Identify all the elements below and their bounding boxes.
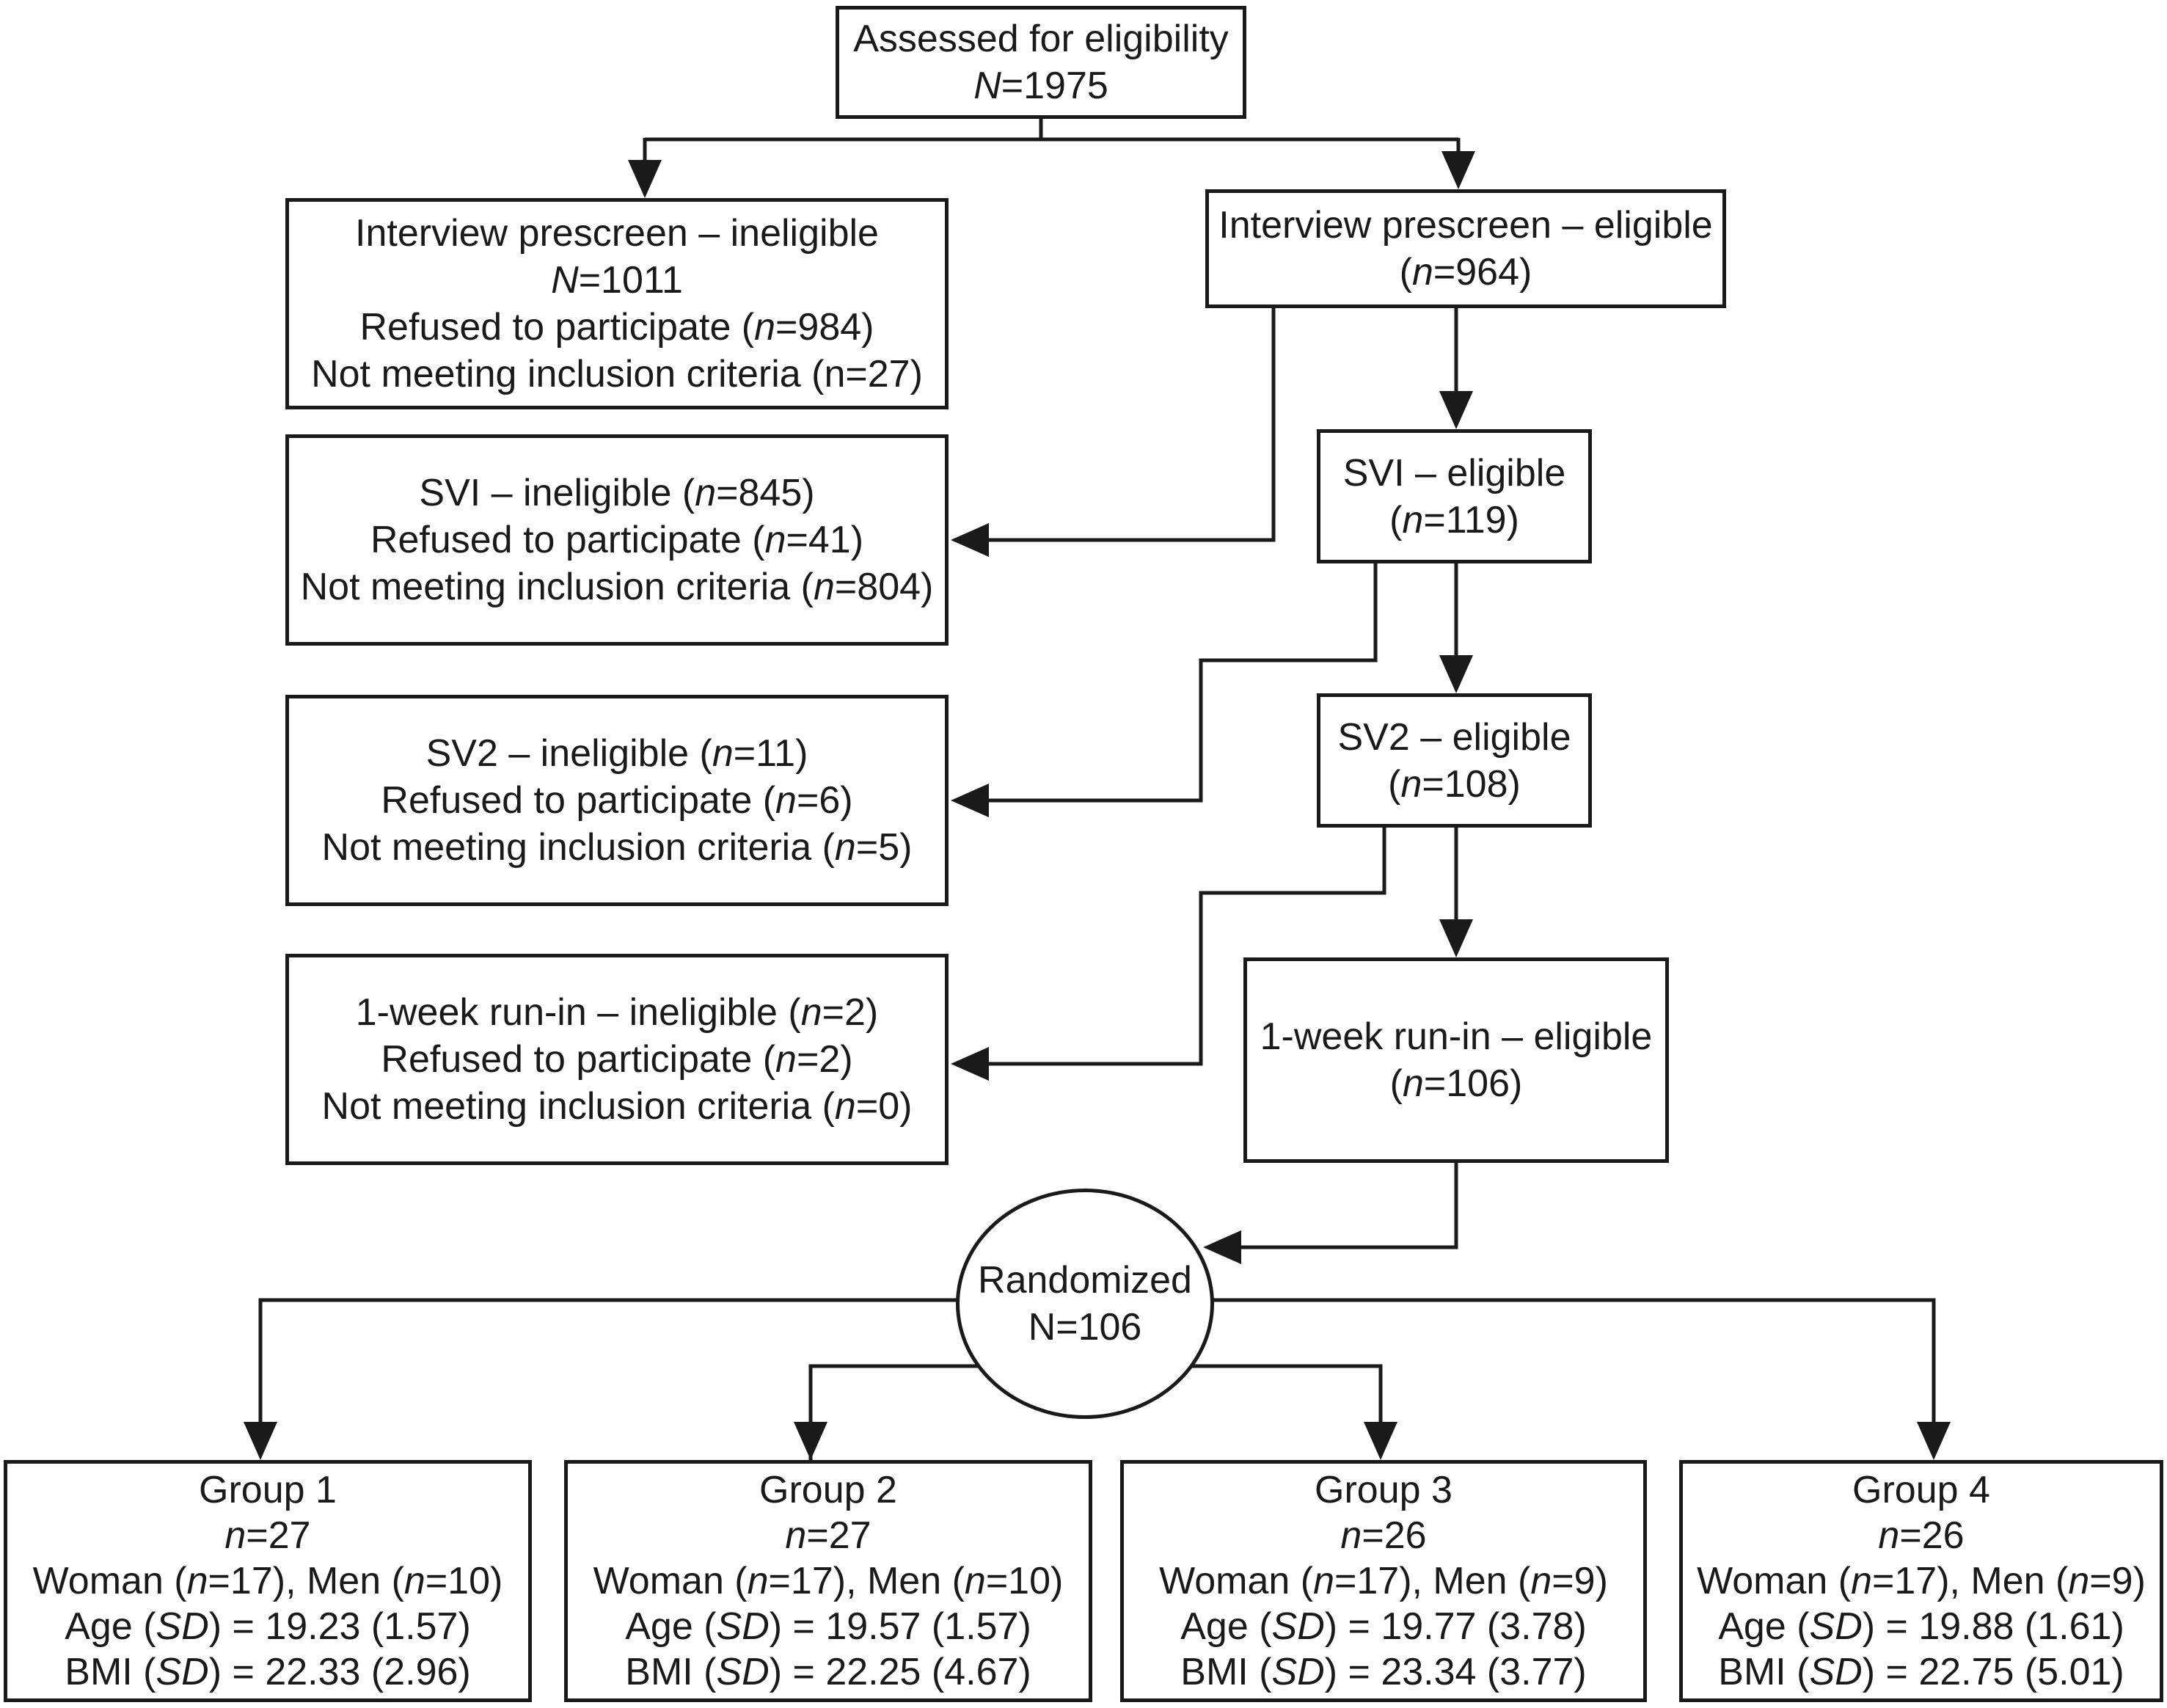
text-line: Not meeting inclusion criteria (n=0) [321,1085,913,1128]
text-line: (n=119) [1389,498,1519,541]
text-line: n=27 [785,1514,871,1557]
text-line: Refused to participate (n=984) [359,306,874,348]
text-line: SVI – eligible [1342,451,1566,494]
connector-sv2-to-runin-ineligible [987,828,1386,1066]
box-runin-ineligible: 1-week run-in – ineligible (n=2)Refused … [285,954,949,1165]
connector-randomized-to-group4 [1202,1298,1936,1423]
text-line: BMI (SD) = 23.34 (3.77) [1180,1651,1587,1693]
box-runin-eligible: 1-week run-in – eligible(n=106) [1243,957,1669,1163]
arrowhead-to-runin-ineligible [951,1047,989,1081]
arrowhead-to-sv2-ineligible [951,784,989,817]
text-line: Assessed for eligibility [853,18,1229,60]
text-line: Refused to participate (n=6) [381,779,853,822]
arrowhead-to-group1 [244,1422,277,1460]
text-line: 1-week run-in – ineligible (n=2) [355,991,879,1034]
text-line: Not meeting inclusion criteria (n=804) [300,566,934,608]
text-line: n=27 [224,1514,311,1557]
text-line: Refused to participate (n=41) [370,519,864,561]
arrowhead-to-sv2-eligible [1439,655,1473,693]
box-prescreen-eligible: Interview prescreen – eligible(n=964) [1205,189,1726,308]
text-line: (n=964) [1399,251,1532,293]
text-line: n=26 [1340,1514,1427,1557]
connector-svi-to-sv2-ineligible [987,563,1378,803]
box-svi-eligible: SVI – eligible(n=119) [1317,429,1592,563]
text-line: Woman (n=17), Men (n=9) [1697,1560,2146,1602]
text-line: N=1011 [551,259,683,302]
text-line: Randomized [978,1259,1192,1302]
text-line: Age (SD) = 19.88 (1.61) [1718,1605,2124,1648]
box-sv2-eligible: SV2 – eligible(n=108) [1317,693,1592,828]
text-line: BMI (SD) = 22.33 (2.96) [65,1651,471,1693]
text-line: (n=106) [1389,1062,1523,1105]
text-line: n=26 [1878,1514,1965,1557]
text-line: Group 2 [759,1469,897,1511]
text-line: SV2 – ineligible (n=11) [425,732,808,775]
connector-runin-to-randomized [1240,1163,1458,1249]
text-line: Group 1 [199,1469,337,1511]
arrowhead-to-prescreen-ineligible [628,160,662,198]
text-line: N=106 [1028,1306,1142,1348]
arrowhead-to-svi-ineligible [951,523,989,557]
text-line: Age (SD) = 19.23 (1.57) [65,1605,471,1648]
text-line: Group 3 [1315,1469,1452,1511]
text-line: BMI (SD) = 22.25 (4.67) [625,1651,1031,1693]
text-line: Interview prescreen – eligible [1218,204,1713,247]
text-line: BMI (SD) = 22.75 (5.01) [1718,1651,2124,1693]
box-svi-ineligible: SVI – ineligible (n=845) Refused to parti… [285,434,949,646]
text-line: SVI – ineligible (n=845) [419,472,815,514]
arrowhead-to-group4 [1917,1422,1951,1460]
text-line: Woman (n=17), Men (n=10) [32,1560,503,1602]
arrowhead-to-prescreen-eligible [1441,151,1475,189]
text-line: Not meeting inclusion criteria (n=5) [321,826,913,869]
text-line: Woman (n=17), Men (n=9) [1159,1560,1608,1602]
arrowhead-to-svi-eligible [1439,391,1473,429]
text-line: Age (SD) = 19.77 (3.78) [1180,1605,1587,1648]
text-line: Woman (n=17), Men (n=10) [593,1560,1064,1602]
text-line: Not meeting inclusion criteria (n=27) [311,353,923,395]
arrowhead-to-group3 [1364,1422,1397,1460]
text-line: Refused to participate (n=2) [381,1038,853,1081]
text-line: Interview prescreen – ineligible [355,212,879,255]
text-line: SV2 – eligible [1337,715,1571,759]
connector-randomized-to-group1 [258,1298,968,1423]
text-line: Group 4 [1852,1469,1990,1511]
arrowhead-to-randomized [1203,1230,1241,1264]
connector-prescreen-to-svi-ineligible [987,308,1276,542]
text-line: Age (SD) = 19.57 (1.57) [625,1605,1031,1648]
arrowhead-to-group2 [794,1422,827,1460]
arrowhead-to-runin-eligible [1439,919,1473,957]
text-line: N=1975 [973,65,1108,107]
text-line: (n=108) [1388,762,1521,806]
text-line: 1-week run-in – eligible [1260,1015,1653,1058]
box-sv2-ineligible: SV2 – ineligible (n=11)Refused to partic… [285,695,949,906]
